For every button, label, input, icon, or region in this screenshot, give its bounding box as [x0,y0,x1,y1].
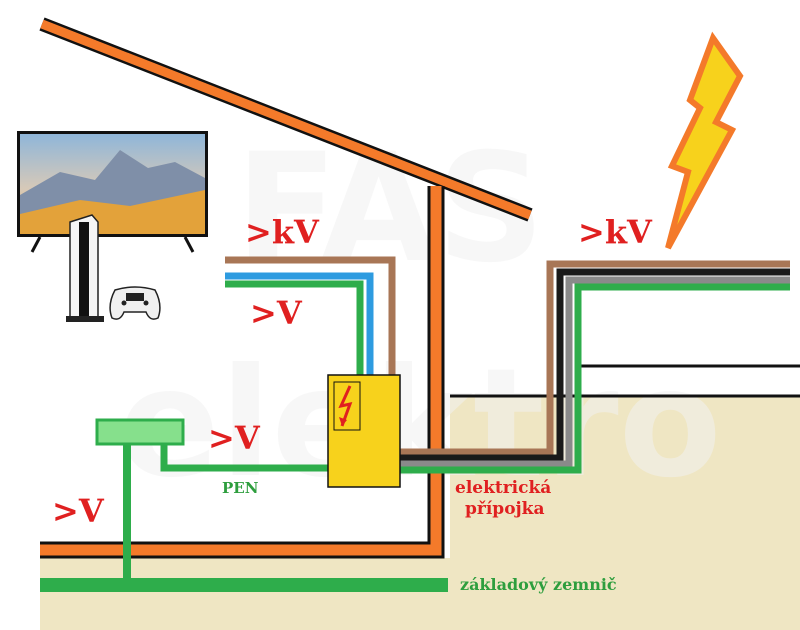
lightning-bolt-icon [665,31,744,250]
game-controller-icon [109,286,161,320]
conductor-brown-house [225,256,790,456]
soil-area [40,396,800,630]
label-v-middle: >V [208,419,261,457]
fuse-box-icon [327,374,401,488]
wall-structure-inner [40,186,442,556]
label-kv-right: >kV [578,213,653,251]
roof-beam-inner [40,19,532,220]
main-earth-terminal [95,418,185,446]
label-connection-line1: elektrická [455,478,551,498]
label-kv-left: >kV [245,213,320,251]
label-connection-line2: přípojka [465,499,544,519]
label-v-upper: >V [250,294,303,332]
conductor-green-service [360,283,790,474]
game-console-icon [66,214,104,322]
label-v-lower: >V [52,492,105,530]
label-pen: PEN [222,479,259,497]
tv-icon [17,131,208,253]
label-earth-electrode: základový zemnič [460,575,617,594]
